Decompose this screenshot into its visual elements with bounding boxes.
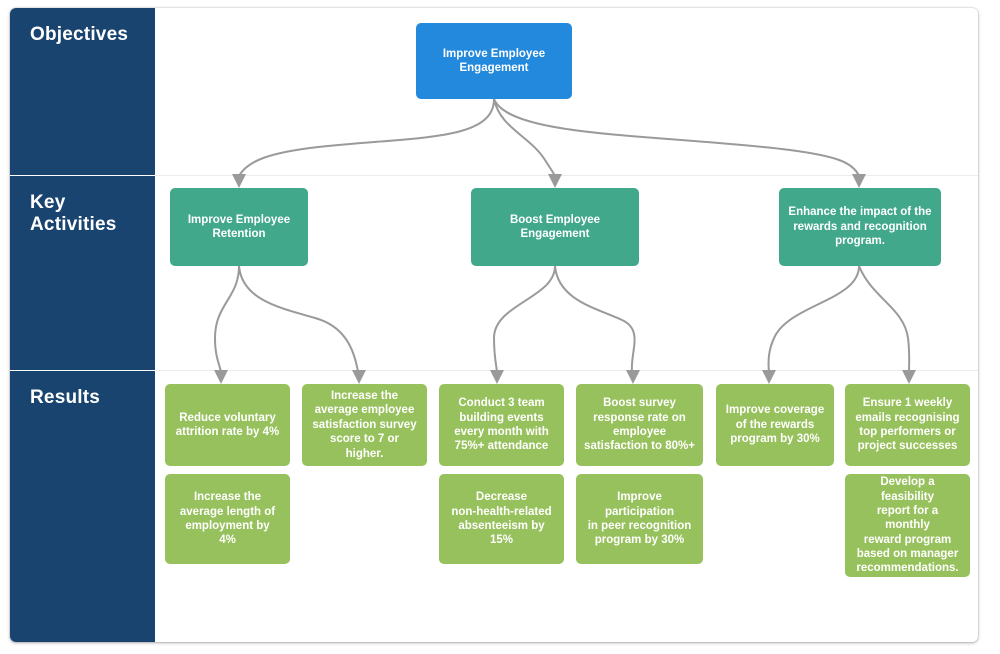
connector-act2-res5 — [554, 265, 636, 373]
arrowhead-res4 — [490, 370, 504, 384]
node-result-feasibility-report-monthly-reward[interactable]: Develop a feasibility report for a month… — [845, 474, 970, 577]
connector-obj1-act3 — [493, 98, 860, 177]
node-activity-enhance-rewards-recognition[interactable]: Enhance the impact of the rewards and re… — [779, 188, 941, 266]
node-result-increase-satisfaction-survey-score[interactable]: Increase the average employee satisfacti… — [302, 384, 427, 466]
node-result-improve-rewards-coverage[interactable]: Improve coverage of the rewards program … — [716, 384, 834, 466]
node-activity-improve-employee-retention[interactable]: Improve Employee Retention — [170, 188, 308, 266]
lane-divider-key-results — [155, 370, 978, 371]
lane-label-objectives: Objectives — [10, 8, 155, 175]
lane-label-results: Results — [10, 371, 155, 642]
lane-label-key-activities-text: Key Activities — [30, 192, 117, 235]
node-objective-improve-employee-engagement[interactable]: Improve Employee Engagement — [416, 23, 572, 99]
arrowhead-res5 — [626, 370, 640, 384]
lane-label-key-activities: Key Activities — [10, 176, 155, 370]
arrowhead-res2 — [352, 370, 366, 384]
node-result-boost-survey-response-rate[interactable]: Boost survey response rate on employee s… — [576, 384, 703, 466]
node-activity-boost-employee-engagement[interactable]: Boost Employee Engagement — [471, 188, 639, 266]
arrowhead-act1 — [232, 174, 246, 188]
connector-act1-res2 — [238, 265, 359, 373]
connector-obj1-act2 — [493, 98, 556, 177]
node-result-weekly-recognition-emails[interactable]: Ensure 1 weekly emails recognising top p… — [845, 384, 970, 466]
connector-act3-res9 — [858, 265, 911, 373]
arrowhead-res8 — [762, 370, 776, 384]
node-result-increase-average-employment-length[interactable]: Increase the average length of employmen… — [165, 474, 290, 564]
connector-act1-res1 — [213, 265, 240, 373]
arrowhead-res1 — [214, 370, 228, 384]
arrowhead-res9 — [902, 370, 916, 384]
connector-act2-res4 — [492, 265, 556, 373]
diagram-canvas: Objectives Key Activities Results — [10, 8, 978, 642]
arrowhead-act3 — [852, 174, 866, 188]
connector-obj1-act1 — [238, 98, 495, 177]
connector-act3-res8 — [767, 265, 860, 373]
lane-label-objectives-text: Objectives — [30, 24, 129, 45]
node-result-improve-peer-recognition-participation[interactable]: Improve participation in peer recognitio… — [576, 474, 703, 564]
lane-label-results-text: Results — [30, 387, 101, 408]
node-result-reduce-voluntary-attrition[interactable]: Reduce voluntary attrition rate by 4% — [165, 384, 290, 466]
lane-divider-objectives-key — [155, 175, 978, 176]
node-result-decrease-absenteeism[interactable]: Decrease non-health-related absenteeism … — [439, 474, 564, 564]
node-result-conduct-team-building-events[interactable]: Conduct 3 team building events every mon… — [439, 384, 564, 466]
arrowhead-act2 — [548, 174, 562, 188]
